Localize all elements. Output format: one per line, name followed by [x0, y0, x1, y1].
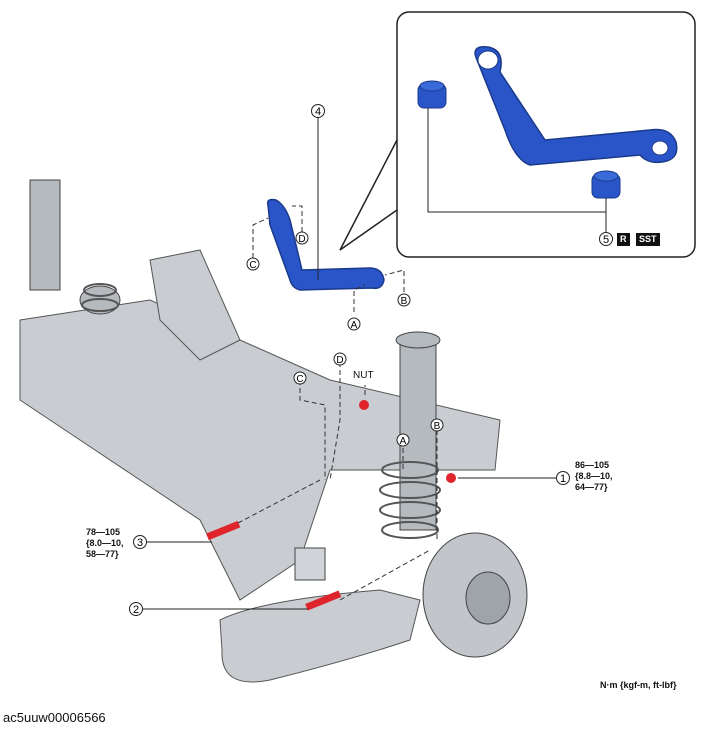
svg-text:1: 1: [560, 473, 566, 485]
brake-disc-hub: [422, 532, 528, 658]
letter-d-lower: D: [333, 352, 347, 366]
tag-r: R: [617, 233, 630, 246]
svg-text:3: 3: [137, 537, 143, 549]
letter-d-upper: D: [295, 231, 309, 245]
inset-upper-arm: [474, 46, 678, 166]
figure-id: ac5uuw00006566: [3, 710, 106, 725]
letter-a-upper: A: [347, 317, 361, 331]
letter-a-lower: A: [396, 433, 410, 447]
inset-frame: [396, 11, 696, 258]
callout-4: 4: [311, 104, 325, 118]
callout-1: 1: [556, 471, 570, 485]
svg-text:4: 4: [315, 106, 321, 118]
torque-spec-item1: 86—105 {8.8—10, 64—77}: [575, 460, 613, 492]
svg-text:D: D: [336, 355, 343, 366]
rear-subframe: [19, 249, 501, 683]
bolt-item2: [305, 590, 342, 611]
letter-c-lower: C: [293, 371, 307, 385]
letter-c-upper: C: [246, 257, 260, 271]
bolt-item1: [446, 473, 456, 483]
callout-leaders: [143, 477, 557, 610]
inset-bushing-lower: [591, 170, 621, 199]
nut-red: [359, 400, 369, 410]
inset-bushing-upper: [417, 80, 447, 109]
letter-b-lower: B: [430, 418, 444, 432]
svg-text:D: D: [298, 234, 305, 245]
svg-text:A: A: [400, 436, 407, 447]
torque-units: N·m {kgf-m, ft-lbf}: [600, 680, 677, 690]
coil-spring: [379, 461, 441, 539]
alignment-lines: [237, 205, 438, 601]
inset-leader-5: [427, 108, 607, 232]
letter-b-upper: B: [397, 293, 411, 307]
callout-3: 3: [133, 535, 147, 549]
svg-text:A: A: [351, 320, 358, 331]
shock-absorber-left: [29, 179, 121, 315]
callout-2: 2: [129, 602, 143, 616]
callout-5: 5: [599, 232, 613, 246]
coil-spring-left: [81, 283, 119, 312]
svg-text:B: B: [401, 296, 408, 307]
svg-text:5: 5: [603, 234, 609, 246]
nut-label: NUT: [353, 370, 374, 381]
tag-sst: SST: [636, 233, 660, 246]
svg-text:B: B: [434, 421, 441, 432]
svg-text:C: C: [296, 374, 303, 385]
bolt-item3: [206, 520, 241, 541]
svg-text:C: C: [249, 260, 256, 271]
svg-text:2: 2: [133, 604, 139, 616]
bushing-block: [294, 547, 326, 581]
torque-spec-item3: 78—105 {8.0—10, 58—77}: [86, 527, 124, 559]
inset-pointer: [339, 139, 398, 251]
upper-arm: [266, 198, 385, 291]
